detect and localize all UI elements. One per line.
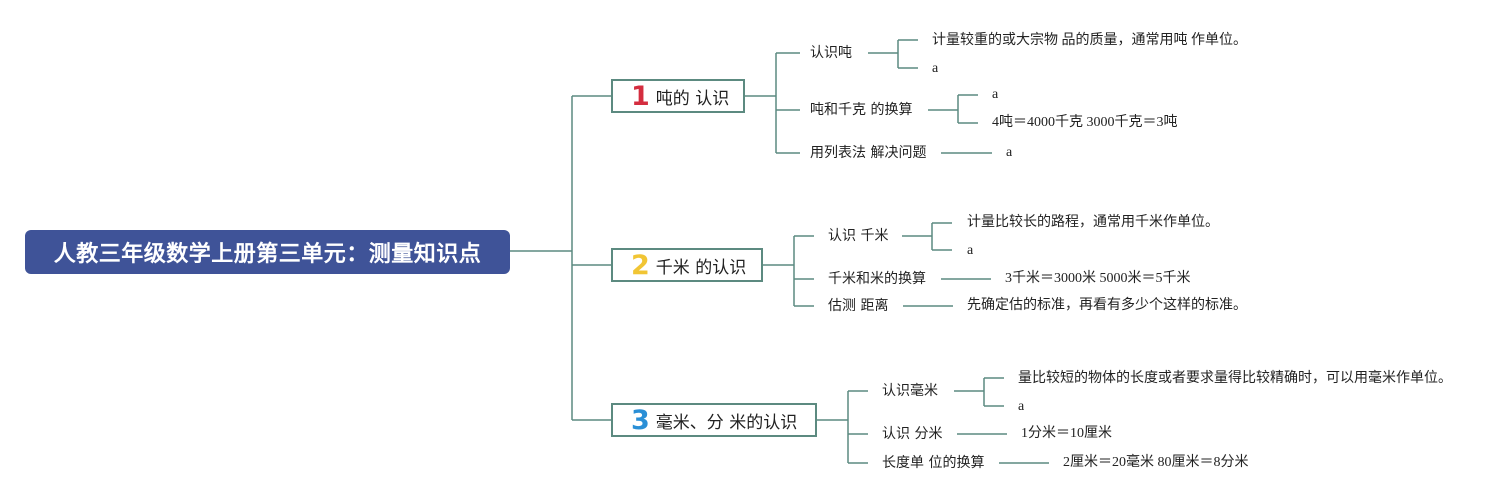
subtopic-2-2[interactable]: 千米和米的换算 (828, 271, 926, 287)
leaf-1-1-2[interactable]: a (932, 61, 939, 76)
leaf-3-1-2[interactable]: a (1018, 399, 1025, 414)
connector-t2s1 (902, 222, 952, 251)
topic-2-label: 千米 的认识 (655, 257, 747, 278)
leaf-2-1-2[interactable]: a (967, 243, 974, 258)
leaf-1-2-1[interactable]: a (992, 87, 999, 102)
leaf-1-2-2[interactable]: 4吨＝4000千克 3000千克＝3吨 (992, 115, 1178, 130)
connector-t1s1 (868, 39, 918, 69)
connector-t1-bracket (745, 52, 800, 154)
topic-1-label: 吨的 认识 (655, 88, 730, 109)
leaf-2-1-1[interactable]: 计量比较长的路程，通常用千米作单位。 (967, 215, 1219, 230)
subtopic-1-3[interactable]: 用列表法 解决问题 (810, 145, 927, 161)
connector-t2-bracket (763, 235, 814, 307)
subtopic-1-1[interactable]: 认识吨 (810, 45, 852, 61)
topic-1-number: 1 (631, 80, 650, 112)
subtopic-3-3[interactable]: 长度单 位的换算 (882, 455, 985, 471)
topic-2-number: 2 (631, 249, 650, 281)
topic-3-number: 3 (631, 404, 650, 436)
topic-3-label: 毫米、分 米的认识 (655, 412, 798, 433)
leaf-3-1-1[interactable]: 量比较短的物体的长度或者要求量得比较精确时，可以用毫米作单位。 (1018, 371, 1452, 386)
topic-1[interactable]: 1 吨的 认识 (611, 79, 745, 113)
leaf-3-3-1[interactable]: 2厘米＝20毫米 80厘米＝8分米 (1063, 455, 1249, 470)
leaf-2-2-1[interactable]: 3千米＝3000米 5000米＝5千米 (1005, 271, 1191, 286)
connector-t3-bracket (817, 390, 868, 464)
subtopic-1-2[interactable]: 吨和千克 的换算 (810, 102, 913, 118)
root-topic[interactable]: 人教三年级数学上册第三单元：测量知识点 (25, 230, 510, 274)
leaf-3-2-1[interactable]: 1分米＝10厘米 (1021, 426, 1112, 441)
connector-t3s1 (954, 377, 1004, 407)
topic-2[interactable]: 2 千米 的认识 (611, 248, 763, 282)
subtopic-2-3[interactable]: 估测 距离 (828, 298, 889, 314)
leaf-1-3-1[interactable]: a (1006, 145, 1013, 160)
subtopic-3-1[interactable]: 认识毫米 (882, 383, 938, 399)
connector-t1s2 (928, 94, 978, 124)
root-title: 人教三年级数学上册第三单元：测量知识点 (53, 242, 482, 267)
leaf-2-3-1[interactable]: 先确定估的标准，再看有多少个这样的标准。 (967, 298, 1247, 313)
subtopic-3-2[interactable]: 认识 分米 (882, 426, 943, 442)
topic-3[interactable]: 3 毫米、分 米的认识 (611, 403, 817, 437)
subtopic-2-1[interactable]: 认识 千米 (828, 228, 889, 244)
leaf-1-1-1[interactable]: 计量较重的或大宗物 品的质量，通常用吨 作单位。 (932, 33, 1247, 48)
